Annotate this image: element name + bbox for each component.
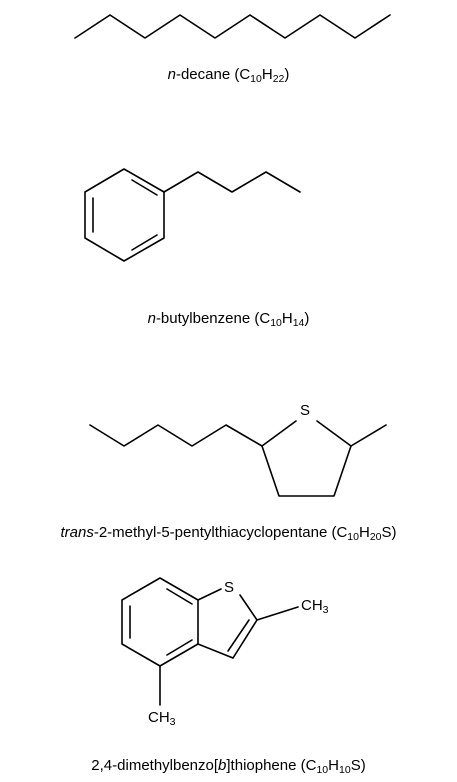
sulfur-atom-label: S <box>300 402 311 420</box>
butylbenzene-structure <box>84 168 301 262</box>
methyl-group-label: CH3 <box>301 597 329 616</box>
methyl-group-label: CH3 <box>148 709 176 728</box>
caption-thiacyclopentane: trans-2-methyl-5-pentylthiacyclopentane … <box>60 524 397 543</box>
c2-c3-bond <box>232 619 258 659</box>
benzo-ring <box>121 577 199 667</box>
c7a-s-bond <box>197 588 222 601</box>
butyl-chain <box>163 171 301 193</box>
aromatic-double-bond <box>166 588 193 605</box>
ring-bond-c-s <box>261 420 297 447</box>
sulfur-atom-label: S <box>224 579 235 597</box>
aromatic-double-bond <box>131 234 158 251</box>
aromatic-double-bond <box>131 179 158 196</box>
decane-skeleton <box>74 14 391 39</box>
c2-c3-double-bond <box>227 619 250 652</box>
methyl-bond <box>350 424 387 447</box>
c2-methyl-bond <box>256 606 299 621</box>
benzothiophene-structure <box>121 577 299 706</box>
thiolane-ring <box>261 445 352 497</box>
caption-decane: n-decane (C10H22) <box>167 66 290 85</box>
ring-bond-s-c <box>316 420 352 447</box>
caption-butylbenzene: n-butylbenzene (C10H14) <box>147 310 310 329</box>
aromatic-double-bond <box>166 639 193 656</box>
caption-benzothiophene: 2,4-dimethylbenzo[b]thiophene (C10H10S) <box>91 757 366 776</box>
benzene-ring <box>84 168 165 262</box>
c3-c3a-bond <box>197 643 234 659</box>
pentyl-chain <box>89 424 263 447</box>
s-c2-bond <box>239 594 258 621</box>
thiacyclopentane-structure <box>89 420 387 497</box>
